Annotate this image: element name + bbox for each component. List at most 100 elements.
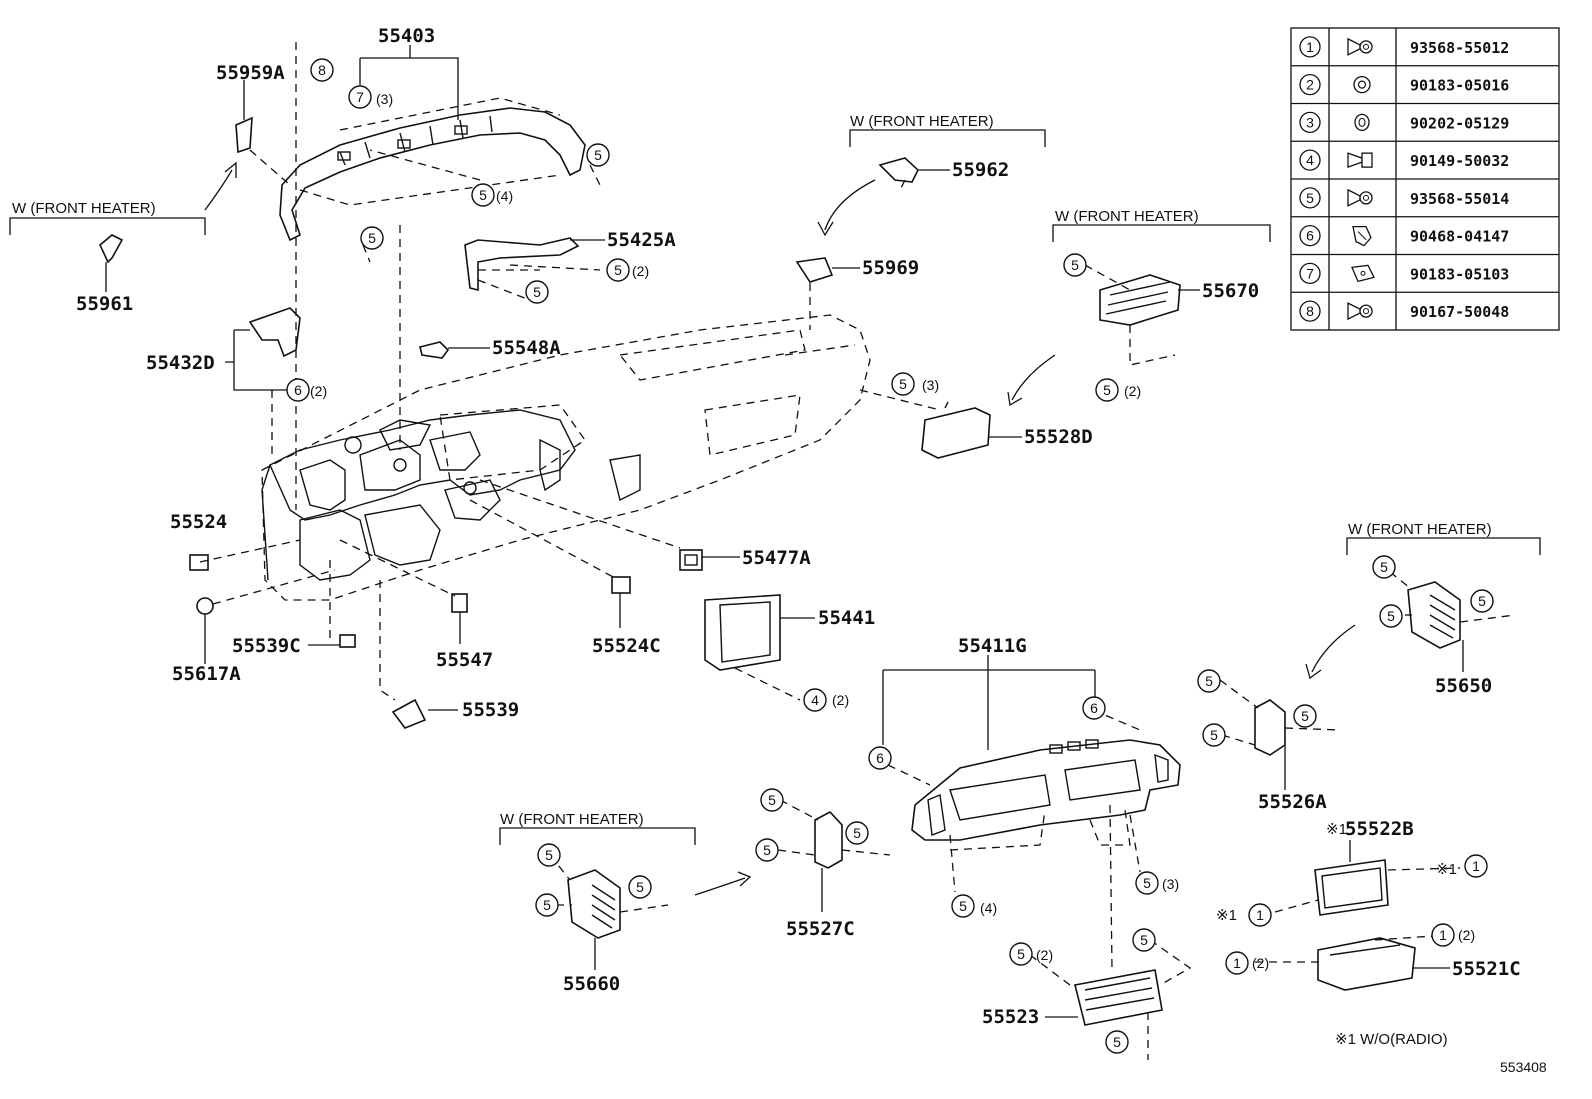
part-55539-shape xyxy=(391,698,427,729)
note-front-heater-2: W (FRONT HEATER) xyxy=(850,113,994,130)
note-wo-radio: ※1 W/O(RADIO) xyxy=(1335,1031,1448,1048)
callout-circle xyxy=(286,378,310,402)
screw-washer-icon xyxy=(1347,37,1373,56)
legend-number: 2 xyxy=(1306,77,1314,93)
callout-circle xyxy=(537,843,561,867)
callout-number: 5 xyxy=(614,262,622,278)
callout-circle xyxy=(525,280,549,304)
bracket-55432D xyxy=(248,307,301,358)
callout-number: 5 xyxy=(1205,673,1213,689)
box-55441 xyxy=(704,594,781,671)
legend-part-number: 93568-55014 xyxy=(1410,190,1509,208)
upper-panel-55403 xyxy=(279,97,586,242)
callout-number: 7 xyxy=(356,89,364,105)
panel-55523 xyxy=(1074,969,1163,1026)
clip-icon xyxy=(1352,225,1372,247)
part-55969-shape xyxy=(795,257,834,283)
cluster-finish-panel-55411G xyxy=(911,739,1181,841)
callout-number: 5 xyxy=(1113,1034,1121,1050)
callout-circle xyxy=(1202,723,1226,747)
nut-icon xyxy=(1353,75,1371,94)
legend-number: 6 xyxy=(1306,228,1314,244)
qty-5-2-a: (2) xyxy=(632,263,649,279)
label-55539: 55539 xyxy=(462,699,519,721)
qty-5-2-b: (2) xyxy=(1124,383,1141,399)
register-55650 xyxy=(1407,581,1461,649)
note-front-heater-3: W (FRONT HEATER) xyxy=(1055,208,1199,225)
legend-part-number: 90167-50048 xyxy=(1410,303,1509,321)
leader-lines xyxy=(9,45,1541,1018)
clip-nut-icon xyxy=(1351,264,1375,283)
callout-circle xyxy=(1379,604,1403,628)
callout-number: 5 xyxy=(853,825,861,841)
part-55539C-shape xyxy=(339,634,356,648)
note-front-heater-1: W (FRONT HEATER) xyxy=(12,200,156,217)
diagram-id: 553408 xyxy=(1500,1059,1547,1075)
legend-part-number: 90183-05016 xyxy=(1410,77,1509,95)
label-55432D: 55432D xyxy=(146,352,215,374)
callout-number: 5 xyxy=(368,230,376,246)
callout-circle xyxy=(535,893,559,917)
callout-number: 1 xyxy=(1472,858,1480,874)
callout-circle xyxy=(606,258,630,282)
callout-circle xyxy=(1095,378,1119,402)
bracket-55425A xyxy=(464,237,580,292)
callout-circle xyxy=(628,875,652,899)
callout-circle xyxy=(1082,696,1106,720)
note-front-heater-5: W (FRONT HEATER) xyxy=(500,811,644,828)
callout-circle xyxy=(1135,871,1159,895)
callout-circle xyxy=(310,58,334,82)
legend-part-number: 90202-05129 xyxy=(1410,114,1509,132)
label-55522B: 55522B xyxy=(1345,818,1414,840)
qty-5-4-b: (4) xyxy=(980,900,997,916)
label-55548A: 55548A xyxy=(492,337,561,359)
qty-5-4: (4) xyxy=(496,188,513,204)
qty-1-2-b: (2) xyxy=(1252,955,1269,971)
legend-part-number: 90468-04147 xyxy=(1410,228,1509,246)
callout-number: 5 xyxy=(768,792,776,808)
label-55650: 55650 xyxy=(1435,675,1492,697)
callout-number: 5 xyxy=(1140,932,1148,948)
callout-number: 5 xyxy=(1210,727,1218,743)
label-55403: 55403 xyxy=(378,25,435,47)
legend-number: 5 xyxy=(1306,190,1314,206)
label-55660: 55660 xyxy=(563,973,620,995)
callout-number: 5 xyxy=(533,284,541,300)
legend-number: 7 xyxy=(1306,265,1314,281)
callout-number: 6 xyxy=(1090,700,1098,716)
quantity-notes: (3) (4) (2) (2) (3) (2) (2) (3) (4) (2) … xyxy=(310,91,1475,971)
legend-number-circle xyxy=(1299,111,1321,134)
part-55547-shape xyxy=(451,593,468,613)
screw-washer-icon xyxy=(1347,302,1373,321)
callout-number: 8 xyxy=(318,62,326,78)
part-55961-shape xyxy=(99,234,124,264)
callout-circle xyxy=(1293,704,1317,728)
part-55526A-shape xyxy=(1254,699,1286,756)
callout-number: 5 xyxy=(959,898,967,914)
legend-part-number: 93568-55012 xyxy=(1410,39,1509,57)
callout-number: 6 xyxy=(876,750,884,766)
part-55527C-shape xyxy=(814,811,843,869)
label-55523: 55523 xyxy=(982,1006,1039,1028)
label-55539C: 55539C xyxy=(232,635,301,657)
callout-circle xyxy=(1431,923,1455,947)
label-55961: 55961 xyxy=(76,293,133,315)
label-55411G: 55411G xyxy=(958,635,1027,657)
part-55548A-shape xyxy=(419,341,450,359)
cap-55524-shape xyxy=(189,554,209,571)
label-55527C: 55527C xyxy=(786,918,855,940)
label-55670: 55670 xyxy=(1202,280,1259,302)
part-55962-shape xyxy=(878,157,919,183)
legend-number-circle xyxy=(1299,262,1321,285)
note-front-heater-4: W (FRONT HEATER) xyxy=(1348,521,1492,538)
callout-circle xyxy=(891,372,915,396)
label-55524C: 55524C xyxy=(592,635,661,657)
label-55477A: 55477A xyxy=(742,547,811,569)
callout-circle xyxy=(845,821,869,845)
qty-7-3: (3) xyxy=(376,91,393,107)
dashed-leaders xyxy=(199,42,1516,1060)
qty-4-2: (2) xyxy=(832,692,849,708)
